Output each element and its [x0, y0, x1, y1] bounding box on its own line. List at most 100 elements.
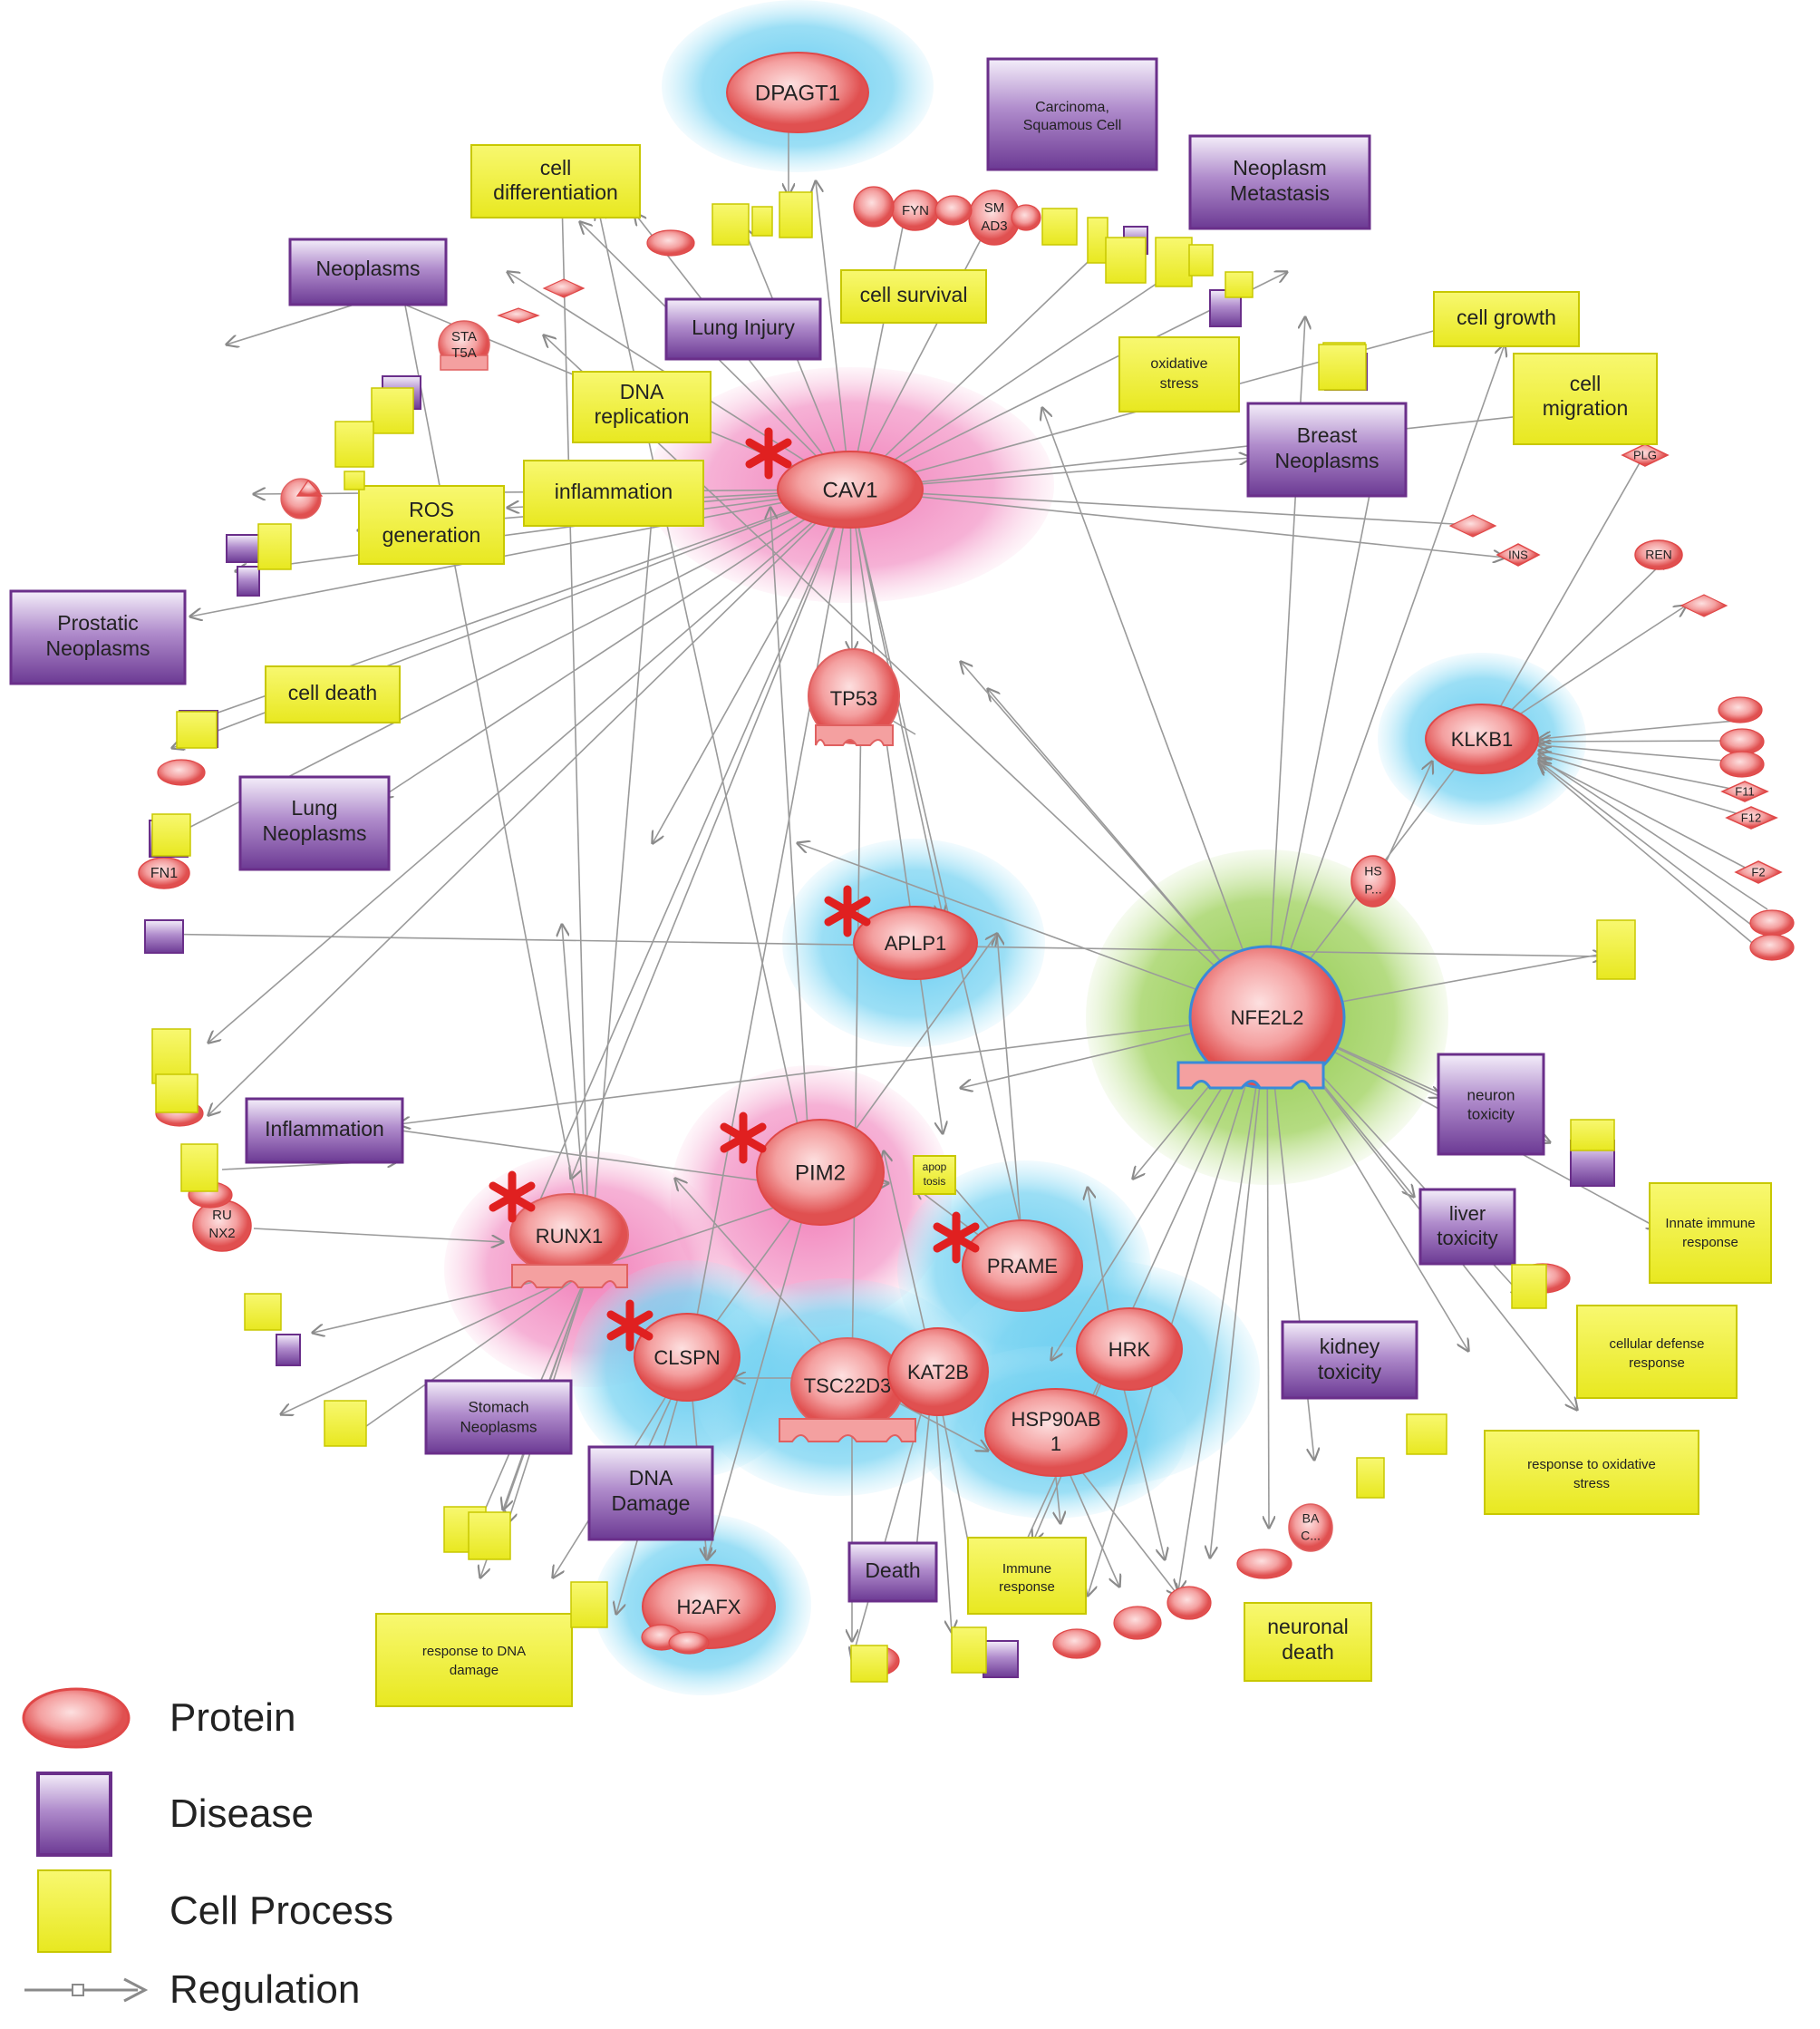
node-plg-label: PLG: [1633, 448, 1657, 461]
disease-prostatic-label-1: Prostatic: [57, 611, 138, 635]
node-stat5a-label-1: STA: [451, 329, 477, 345]
process-innate-immune-response[interactable]: Innate immune response: [1649, 1182, 1772, 1284]
disease-death[interactable]: Death: [847, 1541, 938, 1603]
node-hsp90ab1[interactable]: HSP90AB 1: [984, 1388, 1128, 1477]
disease-lung-injury[interactable]: Lung Injury: [664, 297, 822, 361]
node-f11-label: F11: [1735, 784, 1754, 798]
disease-inflammation[interactable]: Inflammation: [245, 1097, 404, 1164]
process-cell-migration[interactable]: cell migration: [1513, 353, 1658, 445]
node-cav1[interactable]: CAV1: [777, 451, 924, 529]
process-immune-label-1: Immune: [1002, 1561, 1051, 1577]
node-runx1[interactable]: RUNX1: [509, 1193, 629, 1288]
disease-neuron-tox-label-1: neuron: [1467, 1086, 1515, 1103]
node-fyn[interactable]: FYN: [891, 189, 940, 231]
node-pim2[interactable]: PIM2: [756, 1119, 885, 1226]
node-stat5a[interactable]: STA T5A: [438, 320, 490, 371]
disease-breast-label-2: Neoplasms: [1274, 449, 1379, 472]
process-cell-survival[interactable]: cell survival: [840, 269, 987, 324]
node-clspn[interactable]: CLSPN: [634, 1313, 741, 1402]
node-runx2[interactable]: RU NX2: [192, 1199, 252, 1252]
process-inflammation[interactable]: inflammation: [523, 460, 704, 527]
process-oxidative-label-1: oxidative: [1150, 356, 1207, 372]
node-prame[interactable]: PRAME: [962, 1219, 1083, 1312]
process-response-to-dna-damage[interactable]: response to DNA damage: [375, 1613, 573, 1707]
process-cell-death[interactable]: cell death: [265, 665, 401, 723]
process-cell-diff-label-1: cell: [540, 156, 572, 180]
disease-neuron-toxicity[interactable]: neuron toxicity: [1437, 1053, 1545, 1156]
process-response-to-oxidative-stress[interactable]: response to oxidative stress: [1484, 1430, 1699, 1515]
process-oxidative-stress[interactable]: oxidative stress: [1118, 336, 1240, 413]
star-cav1: [745, 427, 792, 480]
node-runx1-label: RUNX1: [536, 1225, 604, 1247]
disease-dna-damage[interactable]: DNA Damage: [587, 1445, 714, 1541]
node-clspn-label: CLSPN: [653, 1346, 720, 1369]
process-innate-label-2: response: [1682, 1235, 1738, 1250]
disease-kidney-toxicity[interactable]: kidney toxicity: [1281, 1320, 1418, 1400]
process-cell-migration-label-2: migration: [1543, 396, 1629, 420]
process-cellular-defense-response[interactable]: cellular defense response: [1576, 1305, 1738, 1399]
disease-neuron-tox-label-2: toxicity: [1467, 1105, 1515, 1122]
node-h2afx-label: H2AFX: [677, 1596, 741, 1618]
node-tp53[interactable]: TP53: [808, 648, 900, 789]
node-smad3[interactable]: SM AD3: [968, 189, 1021, 246]
node-hsp[interactable]: HS P...: [1350, 855, 1396, 908]
process-ros-generation[interactable]: ROS generation: [358, 485, 505, 565]
disease-liver-tox-label-2: toxicity: [1437, 1227, 1497, 1249]
node-nfe2l2[interactable]: NFE2L2: [1176, 945, 1346, 1090]
star-prame: [933, 1211, 980, 1264]
node-hsp-label-1: HS: [1364, 864, 1381, 879]
disease-dna-damage-label-2: Damage: [612, 1491, 691, 1515]
legend-cell-process-label: Cell Process: [169, 1888, 393, 1933]
process-neuronal-death[interactable]: neuronal death: [1244, 1602, 1372, 1682]
node-aplp1-label: APLP1: [885, 932, 947, 955]
node-hsp-label-2: P...: [1364, 882, 1381, 897]
process-apoptosis[interactable]: apop tosis: [913, 1155, 956, 1195]
node-h2afx[interactable]: H2AFX: [642, 1564, 776, 1649]
node-hrk-label: HRK: [1108, 1338, 1151, 1361]
process-innate-label-1: Innate immune: [1665, 1216, 1755, 1231]
legend-disease-swatch: [36, 1772, 112, 1857]
star-pim2: [720, 1112, 767, 1164]
disease-stomach-label-1: Stomach: [468, 1398, 528, 1415]
node-klkb1[interactable]: KLKB1: [1425, 704, 1539, 774]
legend-cell-process-swatch: [37, 1869, 111, 1953]
process-cell-differentiation[interactable]: cell differentiation: [470, 144, 641, 218]
process-cell-migration-label-1: cell: [1570, 372, 1602, 395]
process-cell-death-label: cell death: [288, 681, 377, 704]
node-f12[interactable]: F12: [1725, 806, 1778, 830]
node-f12-label: F12: [1741, 811, 1761, 824]
disease-neoplasm-metastasis[interactable]: Neoplasm Metastasis: [1188, 134, 1371, 230]
node-ren[interactable]: REN: [1634, 539, 1683, 570]
disease-liver-toxicity[interactable]: liver toxicity: [1418, 1188, 1516, 1266]
process-immune-label-2: response: [999, 1579, 1055, 1595]
disease-neoplasms[interactable]: Neoplasms: [288, 238, 448, 306]
disease-prostatic-neoplasms[interactable]: Prostatic Neoplasms: [9, 589, 187, 685]
node-f2[interactable]: F2: [1734, 860, 1783, 884]
disease-stomach-neoplasms[interactable]: Stomach Neoplasms: [424, 1379, 573, 1455]
star-aplp1: [824, 885, 871, 937]
node-ins[interactable]: INS: [1496, 543, 1541, 567]
legend-disease-label: Disease: [169, 1791, 314, 1836]
node-klkb1-label: KLKB1: [1451, 728, 1514, 751]
node-plg[interactable]: PLG: [1621, 443, 1670, 467]
node-aplp1[interactable]: APLP1: [853, 906, 978, 980]
node-f11[interactable]: F11: [1720, 781, 1769, 802]
node-dpagt1[interactable]: DPAGT1: [726, 52, 869, 133]
process-ros-label-1: ROS: [409, 498, 454, 521]
disease-carcinoma-squamous[interactable]: Carcinoma, Squamous Cell: [986, 57, 1158, 171]
node-fn1[interactable]: FN1: [138, 857, 190, 889]
process-dna-replication[interactable]: DNA replication: [572, 371, 712, 443]
disease-metastasis-label-2: Metastasis: [1230, 181, 1330, 205]
node-ba-label-2: C...: [1301, 1529, 1321, 1543]
process-immune-response[interactable]: Immune response: [967, 1537, 1087, 1615]
node-hrk[interactable]: HRK: [1076, 1307, 1183, 1391]
disease-lung-neoplasms[interactable]: Lung Neoplasms: [238, 775, 391, 871]
node-smad3-label-2: AD3: [981, 218, 1007, 234]
node-fyn-label: FYN: [902, 203, 929, 218]
node-kat2b[interactable]: KAT2B: [887, 1327, 989, 1416]
node-runx2-label-1: RU: [212, 1208, 232, 1223]
process-cell-growth[interactable]: cell growth: [1433, 291, 1580, 347]
node-ba[interactable]: BA C...: [1288, 1503, 1333, 1552]
disease-breast-neoplasms[interactable]: Breast Neoplasms: [1246, 402, 1408, 498]
node-hsp90ab1-label-1: HSP90AB: [1011, 1408, 1100, 1431]
